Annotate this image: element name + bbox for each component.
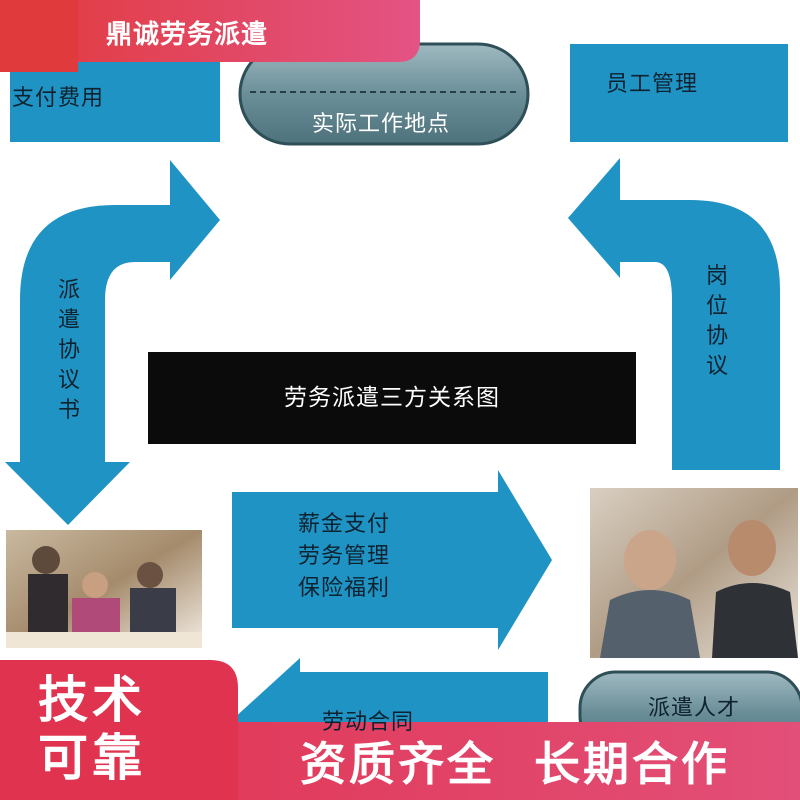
label-post-agreement: 岗 位 协 议 xyxy=(705,264,728,379)
label-pay-fee: 支付费用 xyxy=(12,86,105,111)
mid-line-labor-mgmt: 劳务管理 xyxy=(298,544,391,569)
mid-line-insurance: 保险福利 xyxy=(298,576,391,601)
label-dispatch-agreement: 派 遣 协 议 书 xyxy=(57,278,80,423)
brand-banner xyxy=(0,0,420,70)
center-title: 劳务派遣三方关系图 xyxy=(284,385,500,411)
left-curved-arrow xyxy=(20,160,220,470)
mid-line-salary: 薪金支付 xyxy=(298,512,391,537)
footer-left-block xyxy=(0,660,238,800)
brand-banner-tab xyxy=(0,0,78,72)
middle-right-arrow xyxy=(232,470,552,650)
left-down-arrowhead xyxy=(5,462,130,525)
label-talent: 派遣人才 xyxy=(648,696,741,721)
slogan-tech: 技术 xyxy=(38,671,146,729)
right-curved-arrow xyxy=(568,158,780,470)
label-workplace: 实际工作地点 xyxy=(312,112,451,137)
slogan-right: 资质齐全 长期合作 xyxy=(300,737,731,791)
photo-handshake xyxy=(590,488,798,658)
slogan-reliable: 可靠 xyxy=(38,729,146,787)
box-staff-mgmt xyxy=(570,44,788,142)
label-labor-contract: 劳动合同 xyxy=(322,710,415,735)
photo-meeting xyxy=(6,530,202,648)
center-title-bar xyxy=(148,352,636,444)
label-staff-mgmt: 员工管理 xyxy=(606,72,699,97)
brand-title: 鼎诚劳务派遣 xyxy=(106,20,269,50)
